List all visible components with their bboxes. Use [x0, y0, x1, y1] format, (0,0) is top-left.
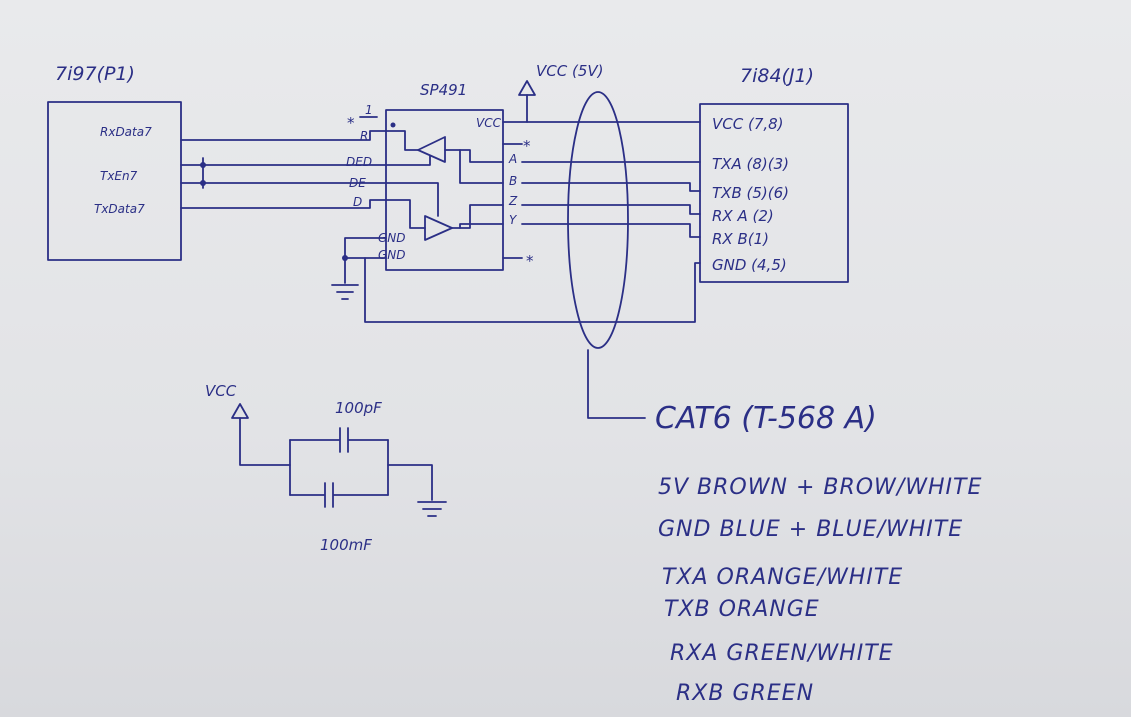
- j1-pin-vcc: VCC (7,8): [712, 115, 784, 133]
- note-5v: 5V BROWN + BROW/WHITE: [658, 475, 982, 500]
- cable-leader: [587, 349, 646, 419]
- nc-mark-bottom: *: [526, 252, 534, 270]
- j1-pin-rxb: RX B(1): [712, 230, 769, 248]
- ic-pin1-number: 1: [365, 103, 373, 117]
- cap2-symbol: [289, 482, 389, 508]
- note-rxa: RXA GREEN/WHITE: [670, 641, 894, 666]
- wire-y-rxb: [521, 223, 701, 238]
- j1-connector-box: [699, 103, 849, 283]
- internal-wire-de: [385, 182, 439, 217]
- cable-label: CAT6 (T-568 A): [655, 401, 877, 436]
- internal-wire-r: [385, 130, 419, 151]
- ic-pin-gnd-2: GND: [378, 248, 406, 262]
- decoupling-vcc-arrow: [231, 403, 249, 419]
- ic-body: [385, 109, 504, 271]
- wire-z-rxa: [521, 204, 701, 215]
- note-gnd: GND BLUE + BLUE/WHITE: [658, 517, 963, 542]
- ic-pin-z: Z: [508, 194, 518, 208]
- internal-wire-y: [459, 223, 504, 229]
- gnd-to-j1-wire: [364, 257, 701, 323]
- wire-b-txb: [521, 182, 701, 192]
- driver-buffer: [424, 215, 453, 241]
- ic-pin-r: R: [360, 129, 368, 143]
- decoupling-vcc-label: VCC: [205, 382, 237, 400]
- nc-mark: *: [347, 114, 355, 132]
- ic-pin-ded: DED: [346, 155, 372, 169]
- internal-wire-z: [451, 204, 504, 229]
- p1-pin-txen: TxEn7: [100, 169, 138, 183]
- internal-wire-ded: [385, 155, 431, 166]
- j1-title: 7i84(J1): [740, 65, 814, 87]
- junction-dot: [200, 180, 206, 186]
- ic-pin-b: B: [509, 174, 517, 188]
- cap-ground-symbol: [417, 501, 447, 517]
- ic-pin-de: DE: [349, 176, 366, 190]
- ic-pin-y: Y: [509, 213, 518, 227]
- j1-pin-txb: TXB (5)(6): [712, 184, 789, 202]
- ground-symbol: [331, 284, 359, 300]
- cable-bundle-ellipse: [567, 91, 629, 349]
- ic-pin-d: D: [353, 195, 362, 209]
- cap2-label: 100mF: [320, 536, 372, 554]
- ic-pin-gnd-1: GND: [378, 231, 406, 245]
- j1-pin-txa: TXA (8)(3): [712, 155, 789, 173]
- cap1-symbol: [289, 427, 389, 453]
- ic-pin-a: A: [508, 152, 517, 166]
- note-txb: TXB ORANGE: [664, 597, 820, 622]
- j1-pin-gnd: GND (4,5): [712, 256, 787, 274]
- note-rxb: RXB GREEN: [676, 681, 814, 706]
- pin1-dot: [390, 122, 396, 128]
- vcc-wire: [502, 94, 528, 123]
- cap-gnd-wire: [387, 464, 433, 501]
- internal-wire-d: [385, 199, 426, 229]
- j1-pin-rxa: RX A (2): [712, 207, 774, 225]
- junction-dot: [342, 255, 348, 261]
- wire-txdata: [180, 199, 387, 209]
- p1-pin-rxdata: RxData7: [100, 125, 152, 139]
- ic-pin-vcc: VCC: [476, 116, 502, 130]
- gnd-wire: [344, 237, 387, 284]
- junction-dot: [200, 162, 206, 168]
- vcc-arrow: [518, 80, 536, 96]
- p1-pin-txdata: TxData7: [94, 202, 145, 216]
- receiver-buffer: [417, 136, 446, 163]
- internal-wire-b: [459, 149, 504, 184]
- wire-rxdata: [180, 130, 387, 141]
- vcc-5v-label: VCC (5V): [536, 62, 604, 80]
- p1-title: 7i97(P1): [55, 63, 135, 85]
- cap1-label: 100pF: [335, 399, 382, 417]
- note-txa: TXA ORANGE/WHITE: [662, 565, 903, 590]
- internal-wire-a: [444, 149, 504, 163]
- nc-mark-top: *: [523, 137, 531, 155]
- ic-title: SP491: [420, 81, 467, 99]
- decoupling-vcc-wire: [239, 417, 291, 466]
- p1-connector-box: [47, 101, 182, 261]
